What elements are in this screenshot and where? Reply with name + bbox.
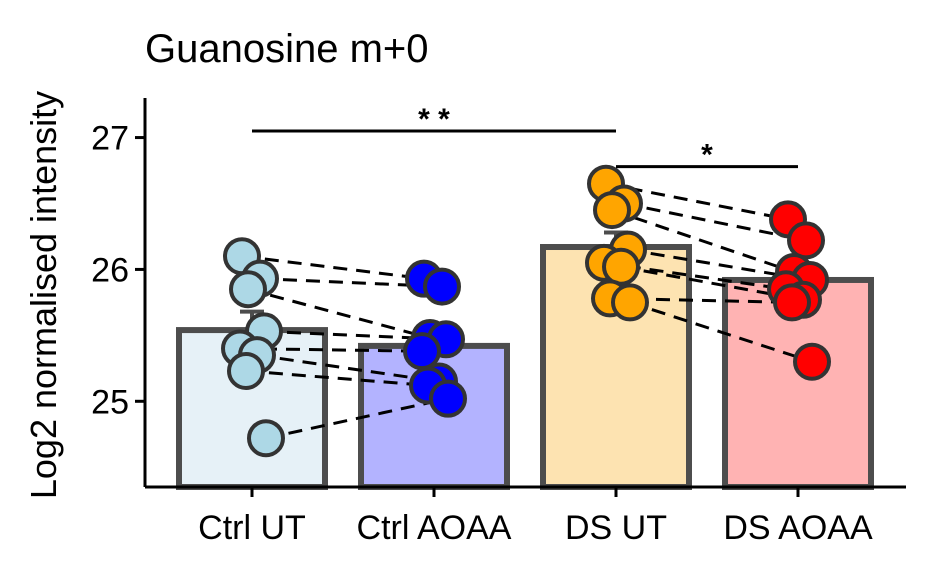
data-point	[229, 270, 267, 309]
data-point	[247, 419, 285, 458]
data-point	[611, 283, 649, 322]
pair-line	[247, 287, 431, 340]
data-point	[787, 221, 825, 260]
x-tick-label: Ctrl UT	[198, 509, 306, 547]
data-point	[429, 379, 467, 418]
points-layer	[221, 164, 831, 458]
data-point	[403, 332, 441, 371]
significance-label: * *	[418, 103, 450, 136]
data-point	[227, 351, 265, 390]
data-point	[602, 247, 640, 286]
pair-line	[623, 202, 807, 242]
significance-label: *	[701, 139, 713, 172]
data-point	[773, 283, 811, 322]
x-tick-label: DS AOAA	[723, 509, 873, 547]
x-tick-label: DS UT	[565, 509, 667, 547]
pair-line	[241, 254, 425, 281]
y-axis-title: Log2 normalised intensity	[23, 91, 64, 499]
y-tick-label: 25	[91, 383, 129, 421]
pair-line	[265, 397, 449, 440]
y-tick-label: 27	[91, 120, 129, 158]
data-point	[793, 342, 831, 381]
pair-line	[256, 353, 440, 383]
x-tick-label: Ctrl AOAA	[357, 509, 512, 547]
significance-layer: * * *	[252, 103, 798, 172]
chart-title: Guanosine m+0	[145, 27, 429, 71]
pair-line	[611, 208, 795, 274]
pair-line	[629, 300, 813, 364]
data-point	[423, 267, 461, 306]
pair-line	[620, 265, 804, 302]
y-tick-label: 26	[91, 251, 129, 289]
data-point	[593, 191, 631, 230]
pair-line	[627, 248, 811, 282]
pair-line	[245, 369, 429, 387]
